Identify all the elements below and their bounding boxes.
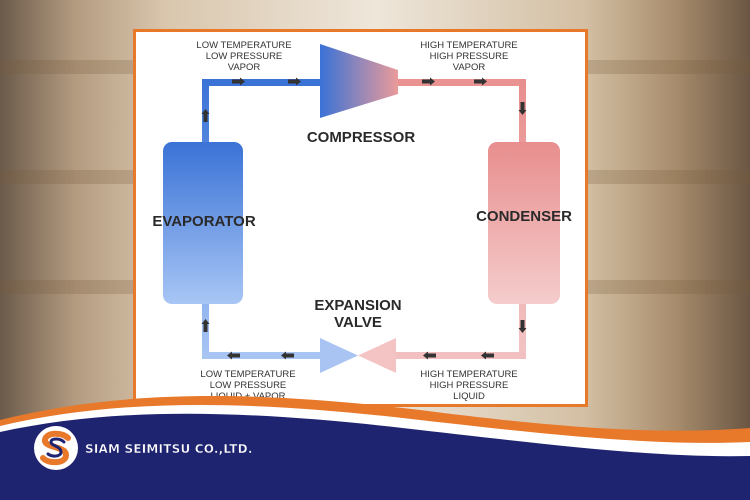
arrow-left-icon xyxy=(227,351,240,360)
arrow-up-icon xyxy=(201,319,210,332)
company-logo-icon xyxy=(34,426,78,470)
pipe-bottom-right xyxy=(394,352,526,359)
label-top-right: HIGH TEMPERATURE HIGH PRESSURE VAPOR xyxy=(420,40,518,73)
arrow-left-icon xyxy=(423,351,436,360)
company-name: SIAM SEIMITSU CO.,LTD. xyxy=(85,442,253,456)
compressor-shape xyxy=(320,44,398,118)
arrow-left-icon xyxy=(481,351,494,360)
arrow-right-icon xyxy=(422,77,435,86)
evaporator-label: EVAPORATOR xyxy=(152,213,256,230)
expansion-valve-left xyxy=(320,338,358,373)
pipe-top-left xyxy=(202,79,322,86)
refrigeration-cycle-diagram xyxy=(163,44,560,373)
expansion-valve-right xyxy=(358,338,396,373)
diagram-frame: LOW TEMPERATURE LOW PRESSURE VAPOR HIGH … xyxy=(133,29,588,407)
flow-arrows xyxy=(201,77,527,360)
pipe-top-right xyxy=(394,79,526,86)
arrow-right-icon xyxy=(474,77,487,86)
arrow-right-icon xyxy=(232,77,245,86)
arrow-left-icon xyxy=(281,351,294,360)
pipe-bottom-left xyxy=(202,352,322,359)
evaporator-shape xyxy=(163,142,243,304)
label-top-left: LOW TEMPERATURE LOW PRESSURE VAPOR xyxy=(196,40,292,73)
footer-banner xyxy=(0,396,750,500)
condenser-label: CONDENSER xyxy=(476,208,572,225)
footer-navy-wave xyxy=(0,413,750,500)
arrow-right-icon xyxy=(288,77,301,86)
arrow-up-icon xyxy=(201,109,210,122)
expansion-valve-label: EXPANSION VALVE xyxy=(314,297,402,331)
arrow-down-icon xyxy=(518,320,527,333)
label-bottom-right: HIGH TEMPERATURE HIGH PRESSURE LIQUID xyxy=(420,369,518,402)
arrow-down-icon xyxy=(518,102,527,115)
condenser-shape xyxy=(488,142,560,304)
compressor-label: COMPRESSOR xyxy=(306,129,416,146)
